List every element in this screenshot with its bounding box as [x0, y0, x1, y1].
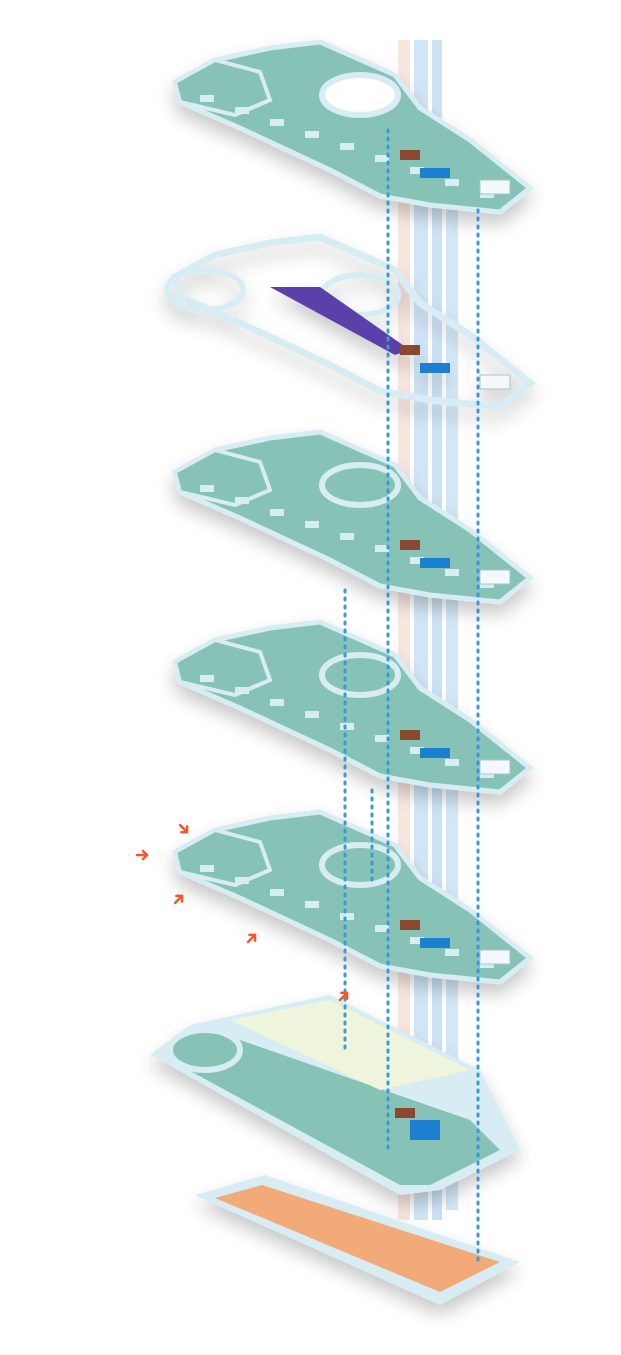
rotunda — [167, 1027, 243, 1073]
wall-block — [305, 521, 319, 528]
floor-plate-middle — [172, 619, 535, 795]
stair — [479, 179, 511, 195]
wall-block — [445, 759, 459, 766]
wall-block — [305, 901, 319, 908]
wall-block — [375, 735, 389, 742]
wall-block — [445, 179, 459, 186]
purple-corridor — [270, 287, 410, 355]
wall-block — [340, 143, 354, 150]
wall-block — [235, 877, 249, 884]
wall-block — [410, 747, 424, 754]
arrow-icon-path — [173, 894, 184, 905]
wall-block — [235, 497, 249, 504]
arrow-icon — [173, 894, 184, 905]
west-wing — [172, 57, 273, 118]
wall-block — [270, 119, 284, 126]
floor-plate-entrance — [172, 809, 535, 985]
wall-block — [305, 711, 319, 718]
core-blue — [420, 938, 450, 948]
wall-block — [340, 533, 354, 540]
core-brown — [400, 540, 420, 550]
basement-floor — [215, 1185, 500, 1292]
wall-block — [235, 107, 249, 114]
floor-plate-upper — [172, 429, 535, 605]
wall-block — [200, 865, 214, 872]
core-brown — [400, 345, 420, 355]
wall-block — [340, 723, 354, 730]
wall-block — [410, 557, 424, 564]
wall-block — [200, 675, 214, 682]
wall-block — [445, 949, 459, 956]
wall-block — [235, 687, 249, 694]
core-blue — [410, 1120, 440, 1140]
floor-plate-top — [172, 39, 535, 215]
core-brown — [400, 920, 420, 930]
floor-plate-basement — [195, 1175, 520, 1305]
wall-block — [410, 937, 424, 944]
circular-hall — [164, 267, 246, 313]
wall-block — [200, 485, 214, 492]
arrow-icon-path — [246, 933, 257, 944]
stair — [479, 949, 511, 965]
stair — [479, 569, 511, 585]
west-wing — [172, 637, 273, 698]
arrow-icon-path — [178, 823, 189, 834]
shaft-blue — [432, 40, 442, 1220]
arrow-icon — [178, 823, 189, 834]
ground-floor-area — [170, 1040, 500, 1185]
west-wing — [172, 827, 273, 888]
entrance-arrows — [135, 823, 349, 1002]
wall-block — [270, 509, 284, 516]
wall-block — [270, 699, 284, 706]
wall-block — [410, 167, 424, 174]
wall-block — [375, 545, 389, 552]
ground-floor — [150, 995, 520, 1195]
arrow-icon — [135, 849, 149, 861]
wall-block — [270, 889, 284, 896]
arrow-icon-path — [135, 849, 149, 861]
floor-plate-mezzanine — [164, 233, 536, 411]
floor-plate-ground — [150, 995, 520, 1195]
arrow-icon — [246, 933, 257, 944]
stair — [479, 374, 511, 390]
courtyard — [230, 1000, 470, 1090]
core-blue — [420, 168, 450, 178]
core-blue — [420, 558, 450, 568]
circular-hall — [319, 72, 401, 118]
arrow-icon — [338, 991, 349, 1002]
core-brown — [395, 1108, 415, 1118]
wall-block — [305, 131, 319, 138]
wall-block — [445, 569, 459, 576]
core-brown — [400, 730, 420, 740]
wall-block — [375, 925, 389, 932]
wall-block — [375, 155, 389, 162]
arrow-icon-path — [338, 991, 349, 1002]
west-wing — [172, 447, 273, 508]
wall-block — [200, 95, 214, 102]
stair — [479, 759, 511, 775]
wall-block — [340, 913, 354, 920]
floor-stack — [150, 39, 536, 1305]
core-blue — [420, 363, 450, 373]
circular-hall — [319, 462, 401, 508]
circular-hall — [319, 652, 401, 698]
core-blue — [420, 748, 450, 758]
core-brown — [400, 150, 420, 160]
vertical-dotted-lines — [343, 128, 480, 1267]
circular-hall — [319, 842, 401, 888]
floor-slab — [170, 233, 536, 411]
